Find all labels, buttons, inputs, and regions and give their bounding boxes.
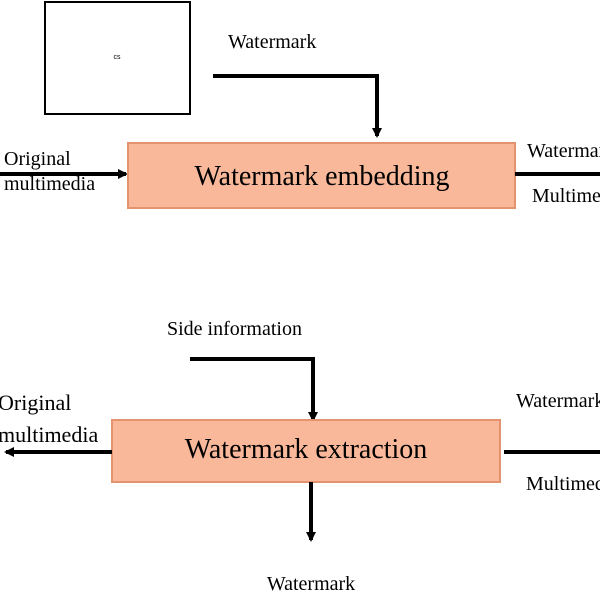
embedding-original-label-line2: multimedia bbox=[4, 173, 95, 195]
watermark-embedding-box bbox=[127, 142, 516, 209]
extraction-original-label-line2: multimedia bbox=[0, 422, 98, 447]
embedding-section: Watermark Original multimedia Watermark … bbox=[0, 31, 600, 209]
side-information-arrow bbox=[190, 357, 318, 422]
watermark-extraction-label: Watermark extraction bbox=[185, 434, 428, 465]
extraction-input-label-line1: Watermarked bbox=[516, 390, 600, 412]
side-information-label: Side information bbox=[167, 318, 302, 340]
extraction-input-label-line2: Multimedia bbox=[526, 473, 600, 495]
thumbnail-image: cs bbox=[44, 1, 191, 115]
watermark-embedding-label: Watermark embedding bbox=[194, 161, 449, 192]
embedding-watermark-arrow bbox=[213, 74, 382, 138]
extraction-original-label-line1: Original bbox=[0, 390, 71, 415]
thumbnail-frame bbox=[44, 1, 191, 115]
embedding-output-label-line2: Multimedia bbox=[532, 185, 600, 207]
thumbnail-text: cs bbox=[114, 54, 122, 61]
embedding-output-label-line1: Watermarked bbox=[527, 140, 600, 162]
extracted-watermark-label: Watermark bbox=[267, 573, 355, 595]
embedding-watermark-label: Watermark bbox=[228, 31, 316, 53]
embedding-original-label-line1: Original bbox=[4, 148, 71, 170]
extraction-section: Side information Original multimedia Wat… bbox=[0, 318, 600, 595]
